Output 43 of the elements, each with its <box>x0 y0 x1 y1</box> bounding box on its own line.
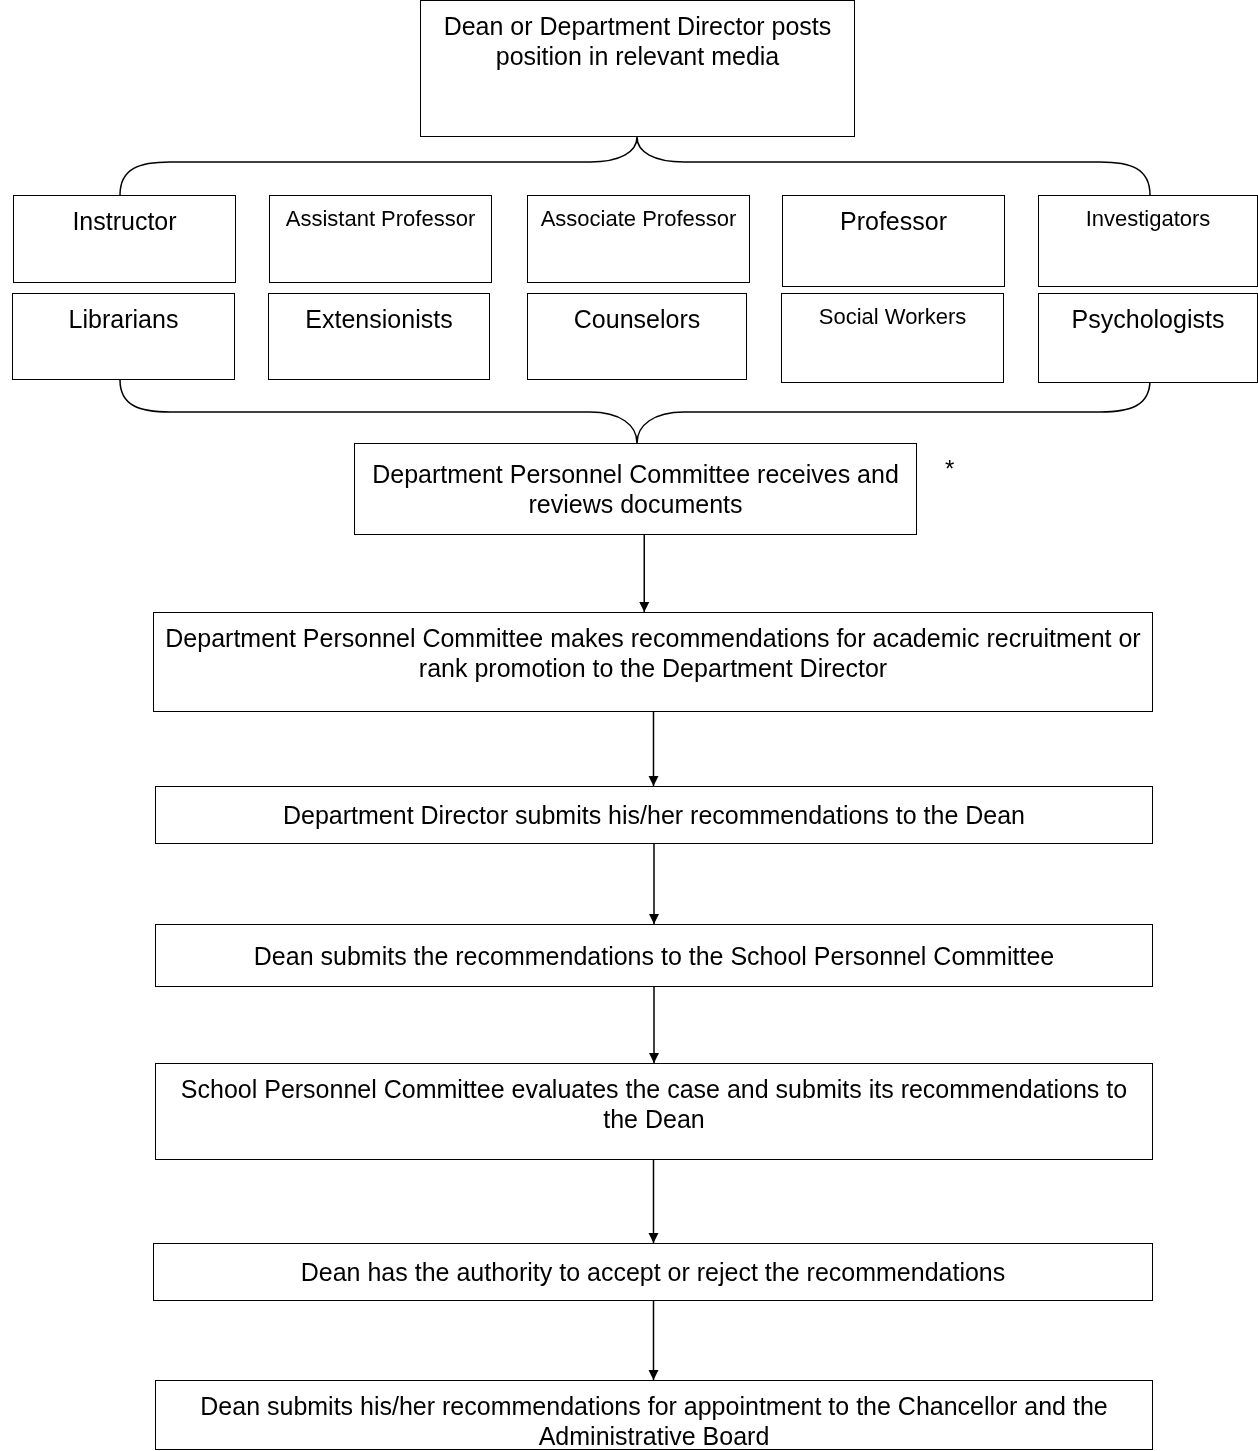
process-box <box>527 195 750 283</box>
box-text: Dean or Department Director posts position in relevant media <box>442 11 833 71</box>
box-text: Dean has the authority to accept or reject the recommendations <box>300 1257 1006 1287</box>
box-text: Associate Professor <box>540 206 737 232</box>
process-box <box>155 1380 1153 1450</box>
box-text: Social Workers <box>818 304 967 330</box>
process-box <box>153 612 1153 712</box>
box-text: Extensionists <box>305 304 453 334</box>
box-text: Instructor <box>72 206 177 236</box>
process-box <box>1038 293 1258 383</box>
process-box <box>781 293 1004 383</box>
footnote-mark: * <box>945 455 955 483</box>
box-text: School Personnel Committee evaluates the case and submits its recommendations to the Dean <box>179 1074 1129 1134</box>
process-box <box>155 1063 1153 1160</box>
process-box <box>155 786 1153 844</box>
arrow <box>648 711 659 787</box>
process-box <box>420 0 855 137</box>
process-box <box>1038 195 1258 287</box>
process-box <box>12 293 235 380</box>
process-box <box>268 293 490 380</box>
box-text: Professor <box>840 206 947 236</box>
process-box <box>527 293 747 380</box>
box-text: Counselors <box>573 304 701 334</box>
arrow <box>648 986 660 1064</box>
box-text: Dean submits his/her recommendations for appointment to the Chancellor and the Administrative Board <box>199 1391 1109 1451</box>
box-text: Assistant Professor <box>285 206 476 232</box>
arrow <box>648 1300 659 1381</box>
process-box <box>354 443 917 535</box>
box-text: Psychologists <box>1071 304 1225 334</box>
box-text: Department Director submits his/her recommendations to the Dean <box>283 800 1025 830</box>
box-text: Librarians <box>68 304 179 334</box>
box-text: Department Personnel Committee makes recommendations for academic recruitment or rank promotion to the Department Director <box>164 623 1142 683</box>
box-text: Dean submits the recommendations to the School Personnel Committee <box>253 940 1055 971</box>
process-box <box>13 195 236 283</box>
box-text: Department Personnel Committee receives and reviews documents <box>371 459 900 519</box>
process-box <box>269 195 492 283</box>
arrow <box>648 1159 659 1244</box>
arrow <box>648 843 660 925</box>
process-box <box>153 1243 1153 1301</box>
box-text: Investigators <box>1085 206 1211 232</box>
process-box <box>782 195 1005 287</box>
arrow <box>639 534 650 613</box>
process-box <box>155 924 1153 987</box>
